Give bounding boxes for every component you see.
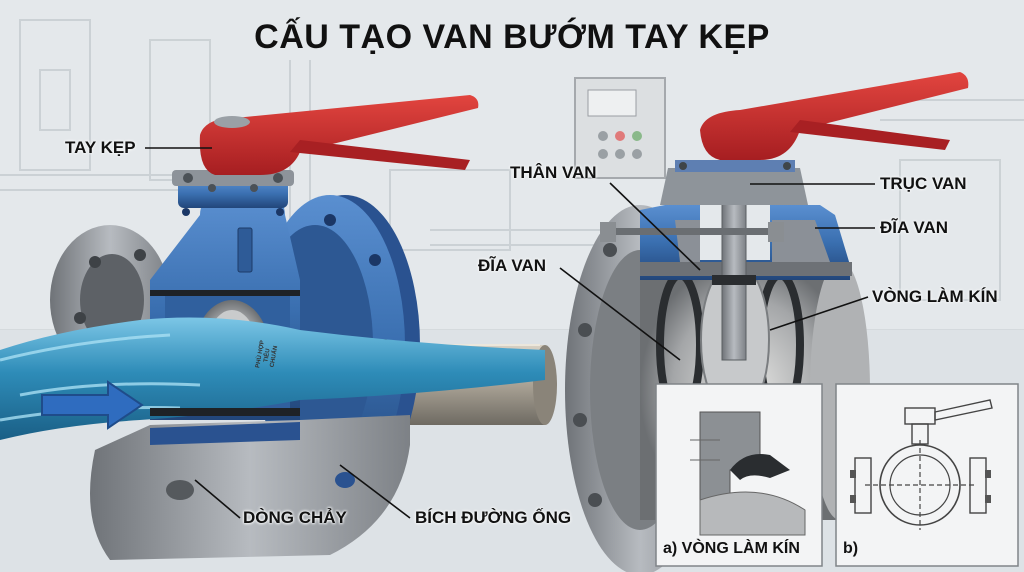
inset-b-caption: b) (843, 540, 859, 557)
housing-bolt (600, 222, 784, 242)
label-handle: TAY KẸP (65, 138, 136, 157)
inset-b-panel (835, 383, 1019, 567)
handle-left (199, 95, 479, 175)
valve-neck (172, 170, 294, 216)
label-disc-left: ĐĨA VAN (478, 256, 546, 275)
flow-arrow-icon (41, 380, 144, 430)
nameplate-line-2: TIÊU CHUẨN (263, 345, 280, 368)
label-seal-ring: VÒNG LÀM KÍN (872, 287, 998, 306)
top-flange-right (660, 160, 808, 205)
diagram-title: CẤU TẠO VAN BƯỚM TAY KẸP (254, 18, 770, 56)
label-pipe-flange: BÍCH ĐƯỜNG ỐNG (415, 508, 572, 527)
label-disc-right: ĐĨA VAN (880, 218, 948, 237)
control-panel (574, 77, 666, 179)
inset-a-caption: a) VÒNG LÀM KÍN (663, 540, 800, 557)
label-flow: DÒNG CHẢY (243, 508, 347, 527)
label-body: THÂN VAN (510, 163, 597, 182)
leader-lines (145, 147, 875, 519)
label-stem: TRỤC VAN (880, 174, 967, 193)
inset-a-panel (655, 383, 823, 567)
handle-right (700, 72, 969, 160)
front-flange-cutaway (90, 290, 410, 560)
